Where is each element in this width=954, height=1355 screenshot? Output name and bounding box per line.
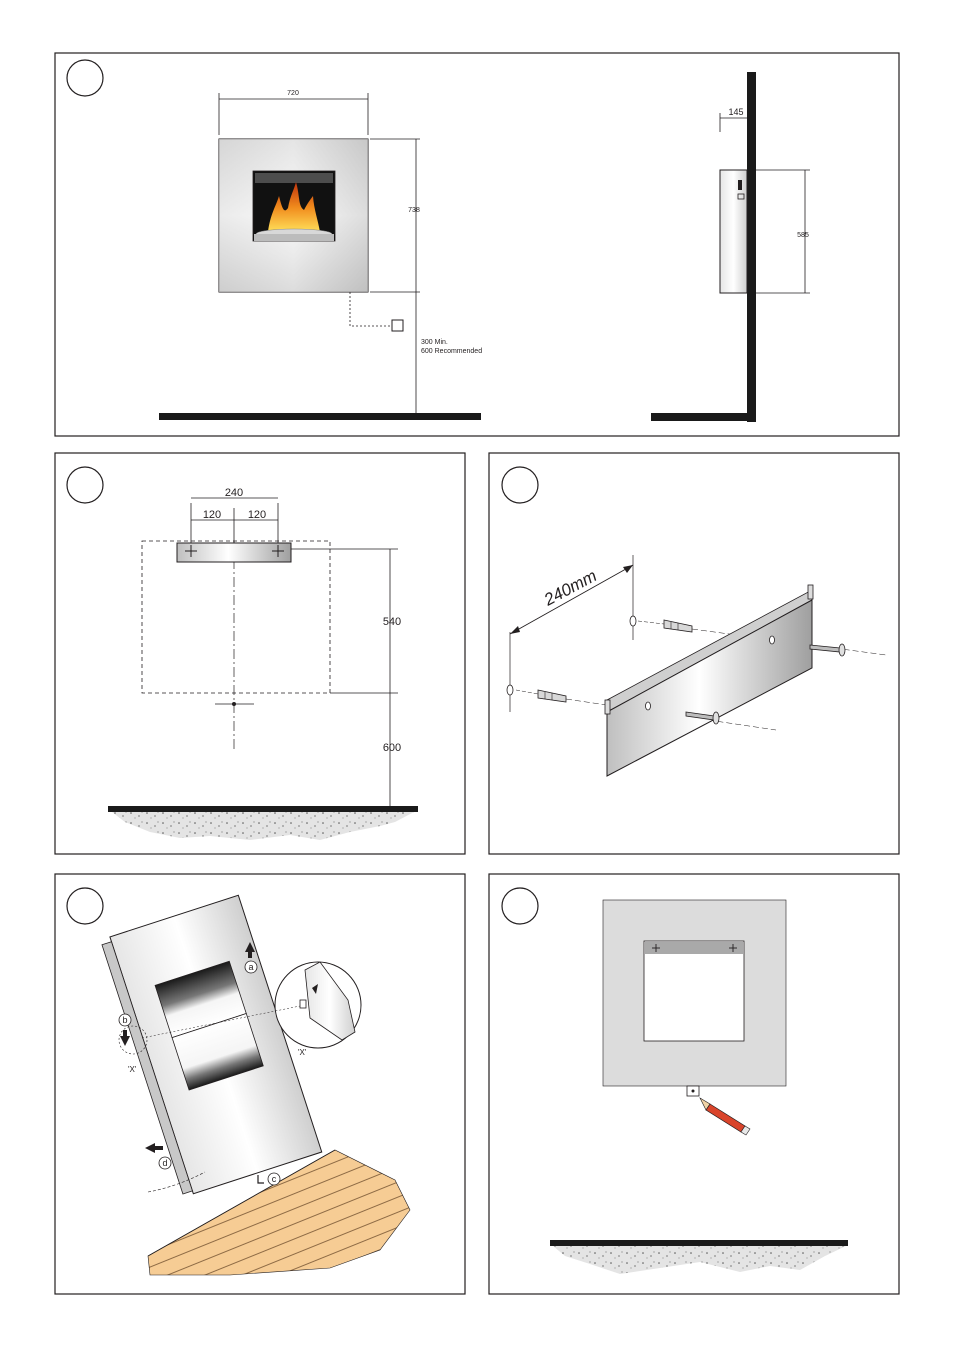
detail-link-line bbox=[141, 1005, 301, 1039]
wall-plug-right-icon bbox=[663, 619, 693, 633]
arrow-hook-icon bbox=[257, 1175, 264, 1184]
step-d-label: d bbox=[162, 1158, 167, 1168]
bracket-plate bbox=[606, 599, 813, 777]
panel-2: 240 120 120 540 600 bbox=[54, 452, 466, 855]
wall-bracket bbox=[176, 542, 292, 563]
panel-3-step-circle bbox=[501, 466, 539, 504]
rotation-path bbox=[147, 1171, 206, 1193]
bottom-fixing-hole bbox=[691, 1089, 695, 1093]
wall-plug-left-icon bbox=[537, 689, 567, 703]
side-view-switch-icon bbox=[738, 180, 742, 190]
bracket-end-tab-right bbox=[807, 584, 814, 600]
height-label: 738 bbox=[408, 207, 420, 214]
side-view-fire-body bbox=[719, 169, 748, 294]
panel-1-step-circle bbox=[66, 59, 104, 97]
detail-arrow-icon bbox=[312, 984, 318, 994]
fire-window-top-glare bbox=[255, 173, 333, 183]
floor-edge bbox=[147, 1149, 336, 1257]
step-a-circle bbox=[244, 960, 258, 974]
screw-guide-left bbox=[565, 698, 777, 731]
spacing-arrow-left bbox=[510, 626, 520, 634]
plug-guide-right bbox=[637, 620, 665, 625]
detail-label-right: 'X' bbox=[298, 1048, 307, 1057]
step-b-label: b bbox=[122, 1015, 127, 1025]
panel-4-step-circle bbox=[66, 887, 104, 925]
panel-5 bbox=[488, 873, 900, 1295]
tilted-fire-opening-bottom bbox=[171, 1013, 264, 1091]
fire-back-cutout bbox=[643, 940, 745, 1042]
screw-guide-right bbox=[691, 628, 887, 656]
pencil-icon bbox=[699, 1097, 751, 1136]
side-height-label: 585 bbox=[797, 232, 809, 239]
step-c-label: c bbox=[272, 1174, 277, 1184]
lower-dimension-label: 600 bbox=[383, 742, 401, 754]
panel-5-step-circle bbox=[501, 887, 539, 925]
side-view-floor bbox=[651, 413, 756, 421]
wall-hole-left bbox=[506, 684, 514, 696]
tilted-fire bbox=[101, 894, 323, 1195]
width-label: 720 bbox=[287, 90, 299, 97]
panel-1-frame bbox=[54, 52, 900, 437]
arrow-left-icon bbox=[145, 1143, 163, 1153]
fuel-bed-base bbox=[254, 234, 334, 241]
depth-label: 145 bbox=[728, 107, 743, 117]
panel-2-concrete bbox=[112, 812, 414, 840]
clearance-min-label: 300 Min. bbox=[421, 339, 448, 346]
floorboards bbox=[147, 1149, 411, 1276]
flame-icon bbox=[268, 182, 320, 232]
spacing-arrow-right bbox=[623, 565, 633, 573]
tilted-fire-side bbox=[101, 941, 193, 1195]
panel-4: 'X' 'X' a b c d bbox=[54, 873, 466, 1295]
floor-line bbox=[159, 413, 481, 420]
detail-source-circle bbox=[118, 1025, 148, 1055]
arrow-down-icon bbox=[120, 1030, 130, 1046]
mounted-bracket bbox=[645, 942, 743, 954]
panel-1: 720 738 300 Min. 600 Recommended 145 bbox=[54, 52, 900, 437]
fire-outline-dashed bbox=[141, 540, 331, 694]
detail-tab bbox=[299, 999, 307, 1009]
power-socket-icon bbox=[391, 319, 404, 332]
arrow-up-icon bbox=[245, 942, 255, 958]
bracket-hole-left bbox=[645, 701, 651, 711]
bracket-left-label: 120 bbox=[203, 509, 221, 521]
step-c-circle bbox=[267, 1172, 281, 1186]
upper-dimension-label: 540 bbox=[383, 616, 401, 628]
center-mark-dot bbox=[232, 702, 236, 706]
step-d-circle bbox=[158, 1156, 172, 1170]
bracket-screw-left-icon bbox=[652, 944, 660, 952]
spacing-dimension-line bbox=[509, 564, 634, 635]
bracket-hole-right bbox=[769, 635, 775, 645]
power-cable-dashed bbox=[349, 292, 392, 327]
panel-5-floor bbox=[550, 1240, 848, 1246]
side-view-wall bbox=[747, 72, 756, 422]
detail-bracket bbox=[304, 961, 356, 1041]
plug-guide-left bbox=[515, 689, 539, 695]
detail-label-left: 'X' bbox=[128, 1065, 137, 1074]
side-view-control-icon bbox=[737, 193, 745, 200]
wall-hole-right bbox=[629, 615, 637, 627]
bracket-end-tab-left bbox=[604, 699, 611, 715]
step-b-circle bbox=[118, 1013, 132, 1027]
bracket-right-label: 120 bbox=[248, 509, 266, 521]
screw-right-icon bbox=[809, 643, 846, 657]
screw-mark-right-icon bbox=[272, 545, 284, 557]
panel-3: 240mm bbox=[488, 452, 900, 855]
bracket-screw-right-icon bbox=[729, 944, 737, 952]
step-a-label: a bbox=[248, 962, 253, 972]
bracket-total-label: 240 bbox=[225, 487, 243, 499]
panel-5-concrete bbox=[553, 1246, 846, 1274]
clearance-recommended-label: 600 Recommended bbox=[421, 348, 482, 355]
screw-left-icon bbox=[685, 711, 720, 725]
panel-2-step-circle bbox=[66, 466, 104, 504]
panel-2-floor bbox=[108, 806, 418, 812]
screw-mark-left-icon bbox=[185, 545, 197, 557]
